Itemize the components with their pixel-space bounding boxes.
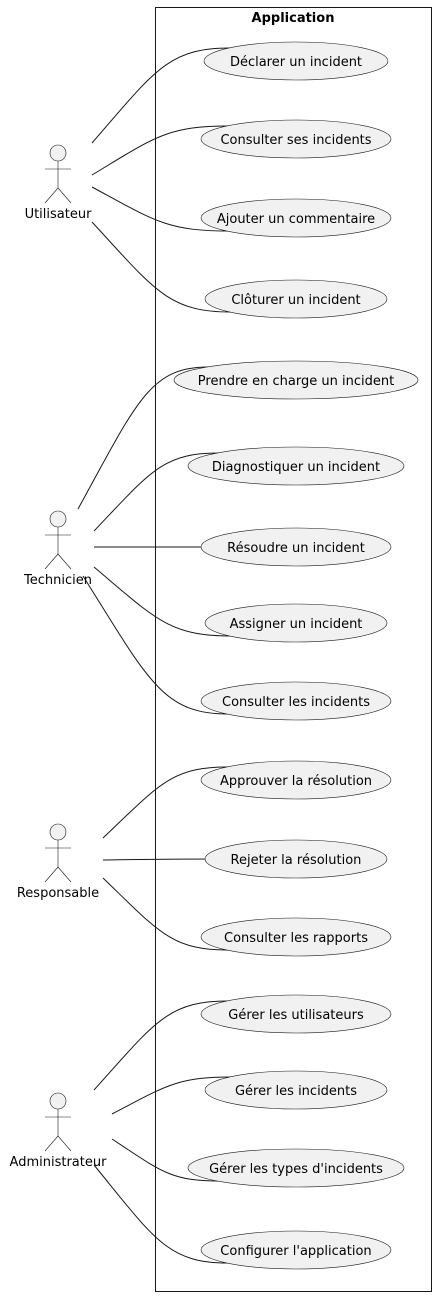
associations-layer [77,47,231,1264]
use-case-ajouter-commentaire: Ajouter un commentaire [200,198,392,238]
use-case-label: Gérer les types d'incidents [209,1162,383,1177]
actor-right-leg [57,553,72,570]
use-case-assigner: Assigner un incident [204,603,388,643]
use-case-label: Assigner un incident [230,617,363,632]
use-case-label: Gérer les utilisateurs [228,1008,364,1023]
use-case-label: Rejeter la résolution [231,853,362,868]
use-case-ellipse [200,1230,392,1270]
use-case-label: Gérer les incidents [235,1084,357,1099]
use-case-label: Consulter les incidents [222,695,370,710]
association-utilisateur-declarer [91,47,230,144]
use-case-label: Configurer l'application [220,1244,371,1259]
association-technicien-prendre-en-charge [77,366,209,510]
use-case-label: Clôturer un incident [231,293,360,308]
association-administrateur-gerer-incidents [111,1076,231,1115]
association-utilisateur-ajouter-commentaire [91,186,228,232]
use-case-ellipse [204,839,388,879]
actor-head [49,1092,67,1110]
association-technicien-assigner [93,566,231,637]
actors-layer: UtilisateurTechnicienResponsableAdminist… [10,144,108,1170]
use-case-ellipse [204,603,388,643]
use-case-consulter-les-incidents: Consulter les incidents [200,681,392,721]
use-case-ellipse [200,760,392,800]
association-utilisateur-cloturer [91,221,231,313]
actor-right-leg [57,1135,72,1152]
actor-label: Technicien [23,573,92,588]
use-case-ellipse [203,41,389,81]
use-case-label: Consulter les rapports [224,931,368,946]
use-case-ellipse [200,198,392,238]
use-case-ellipse [200,994,392,1034]
actor-utilisateur: Utilisateur [25,144,93,222]
actor-head [49,144,67,162]
actor-label: Responsable [17,886,99,901]
association-utilisateur-consulter-ses [91,125,228,176]
actor-technicien: Technicien [23,510,92,588]
use-case-label: Approuver la résolution [220,774,372,789]
use-case-ellipse [204,1070,388,1110]
actor-administrateur: Administrateur [10,1092,108,1170]
association-administrateur-gerer-utilisateurs [93,1000,228,1091]
use-case-gerer-types: Gérer les types d'incidents [187,1148,405,1188]
actor-label: Administrateur [10,1155,108,1170]
actor-label: Utilisateur [25,207,93,222]
actor-left-leg [44,866,59,883]
use-case-ellipse [204,279,388,319]
use-case-label: Diagnostiquer un incident [212,460,380,475]
actor-left-leg [44,187,59,204]
use-case-gerer-utilisateurs: Gérer les utilisateurs [200,994,392,1034]
use-case-cloturer: Clôturer un incident [204,279,388,319]
use-case-ellipse [200,527,392,567]
use-case-consulter-rapports: Consulter les rapports [200,917,392,957]
use-case-ellipse [187,1148,405,1188]
use-case-declarer: Déclarer un incident [203,41,389,81]
association-technicien-diagnostiquer [93,452,219,532]
use-case-label: Déclarer un incident [230,55,362,70]
system-boundary [155,7,432,1292]
system-title: Application [252,11,335,26]
use-case-ellipse [200,681,392,721]
use-case-gerer-incidents: Gérer les incidents [204,1070,388,1110]
actor-head [49,510,67,528]
actor-right-leg [57,866,72,883]
use-case-ellipse [200,917,392,957]
use-case-ellipse [187,446,405,486]
use-case-label: Prendre en charge un incident [198,374,394,389]
actor-right-leg [57,187,72,204]
use-case-label: Consulter ses incidents [220,133,371,148]
use-case-label: Résoudre un incident [227,541,365,556]
use-case-rejeter: Rejeter la résolution [204,839,388,879]
use-case-prendre-en-charge: Prendre en charge un incident [173,360,419,400]
use-case-resoudre: Résoudre un incident [200,527,392,567]
use-case-ellipse [200,119,392,159]
use-case-label: Ajouter un commentaire [217,212,375,227]
association-administrateur-configurer [93,1164,228,1264]
use-case-configurer: Configurer l'application [200,1230,392,1270]
actor-head [49,823,67,841]
use-case-diagnostiquer: Diagnostiquer un incident [187,446,405,486]
use-case-consulter-ses: Consulter ses incidents [200,119,392,159]
association-responsable-approuver [102,766,228,839]
association-responsable-consulter-rapports [102,877,228,951]
association-administrateur-gerer-types [111,1138,219,1182]
actor-responsable: Responsable [17,823,99,901]
use-case-approuver: Approuver la résolution [200,760,392,800]
actor-left-leg [44,1135,59,1152]
actor-left-leg [44,553,59,570]
use-case-ellipse [173,360,419,400]
